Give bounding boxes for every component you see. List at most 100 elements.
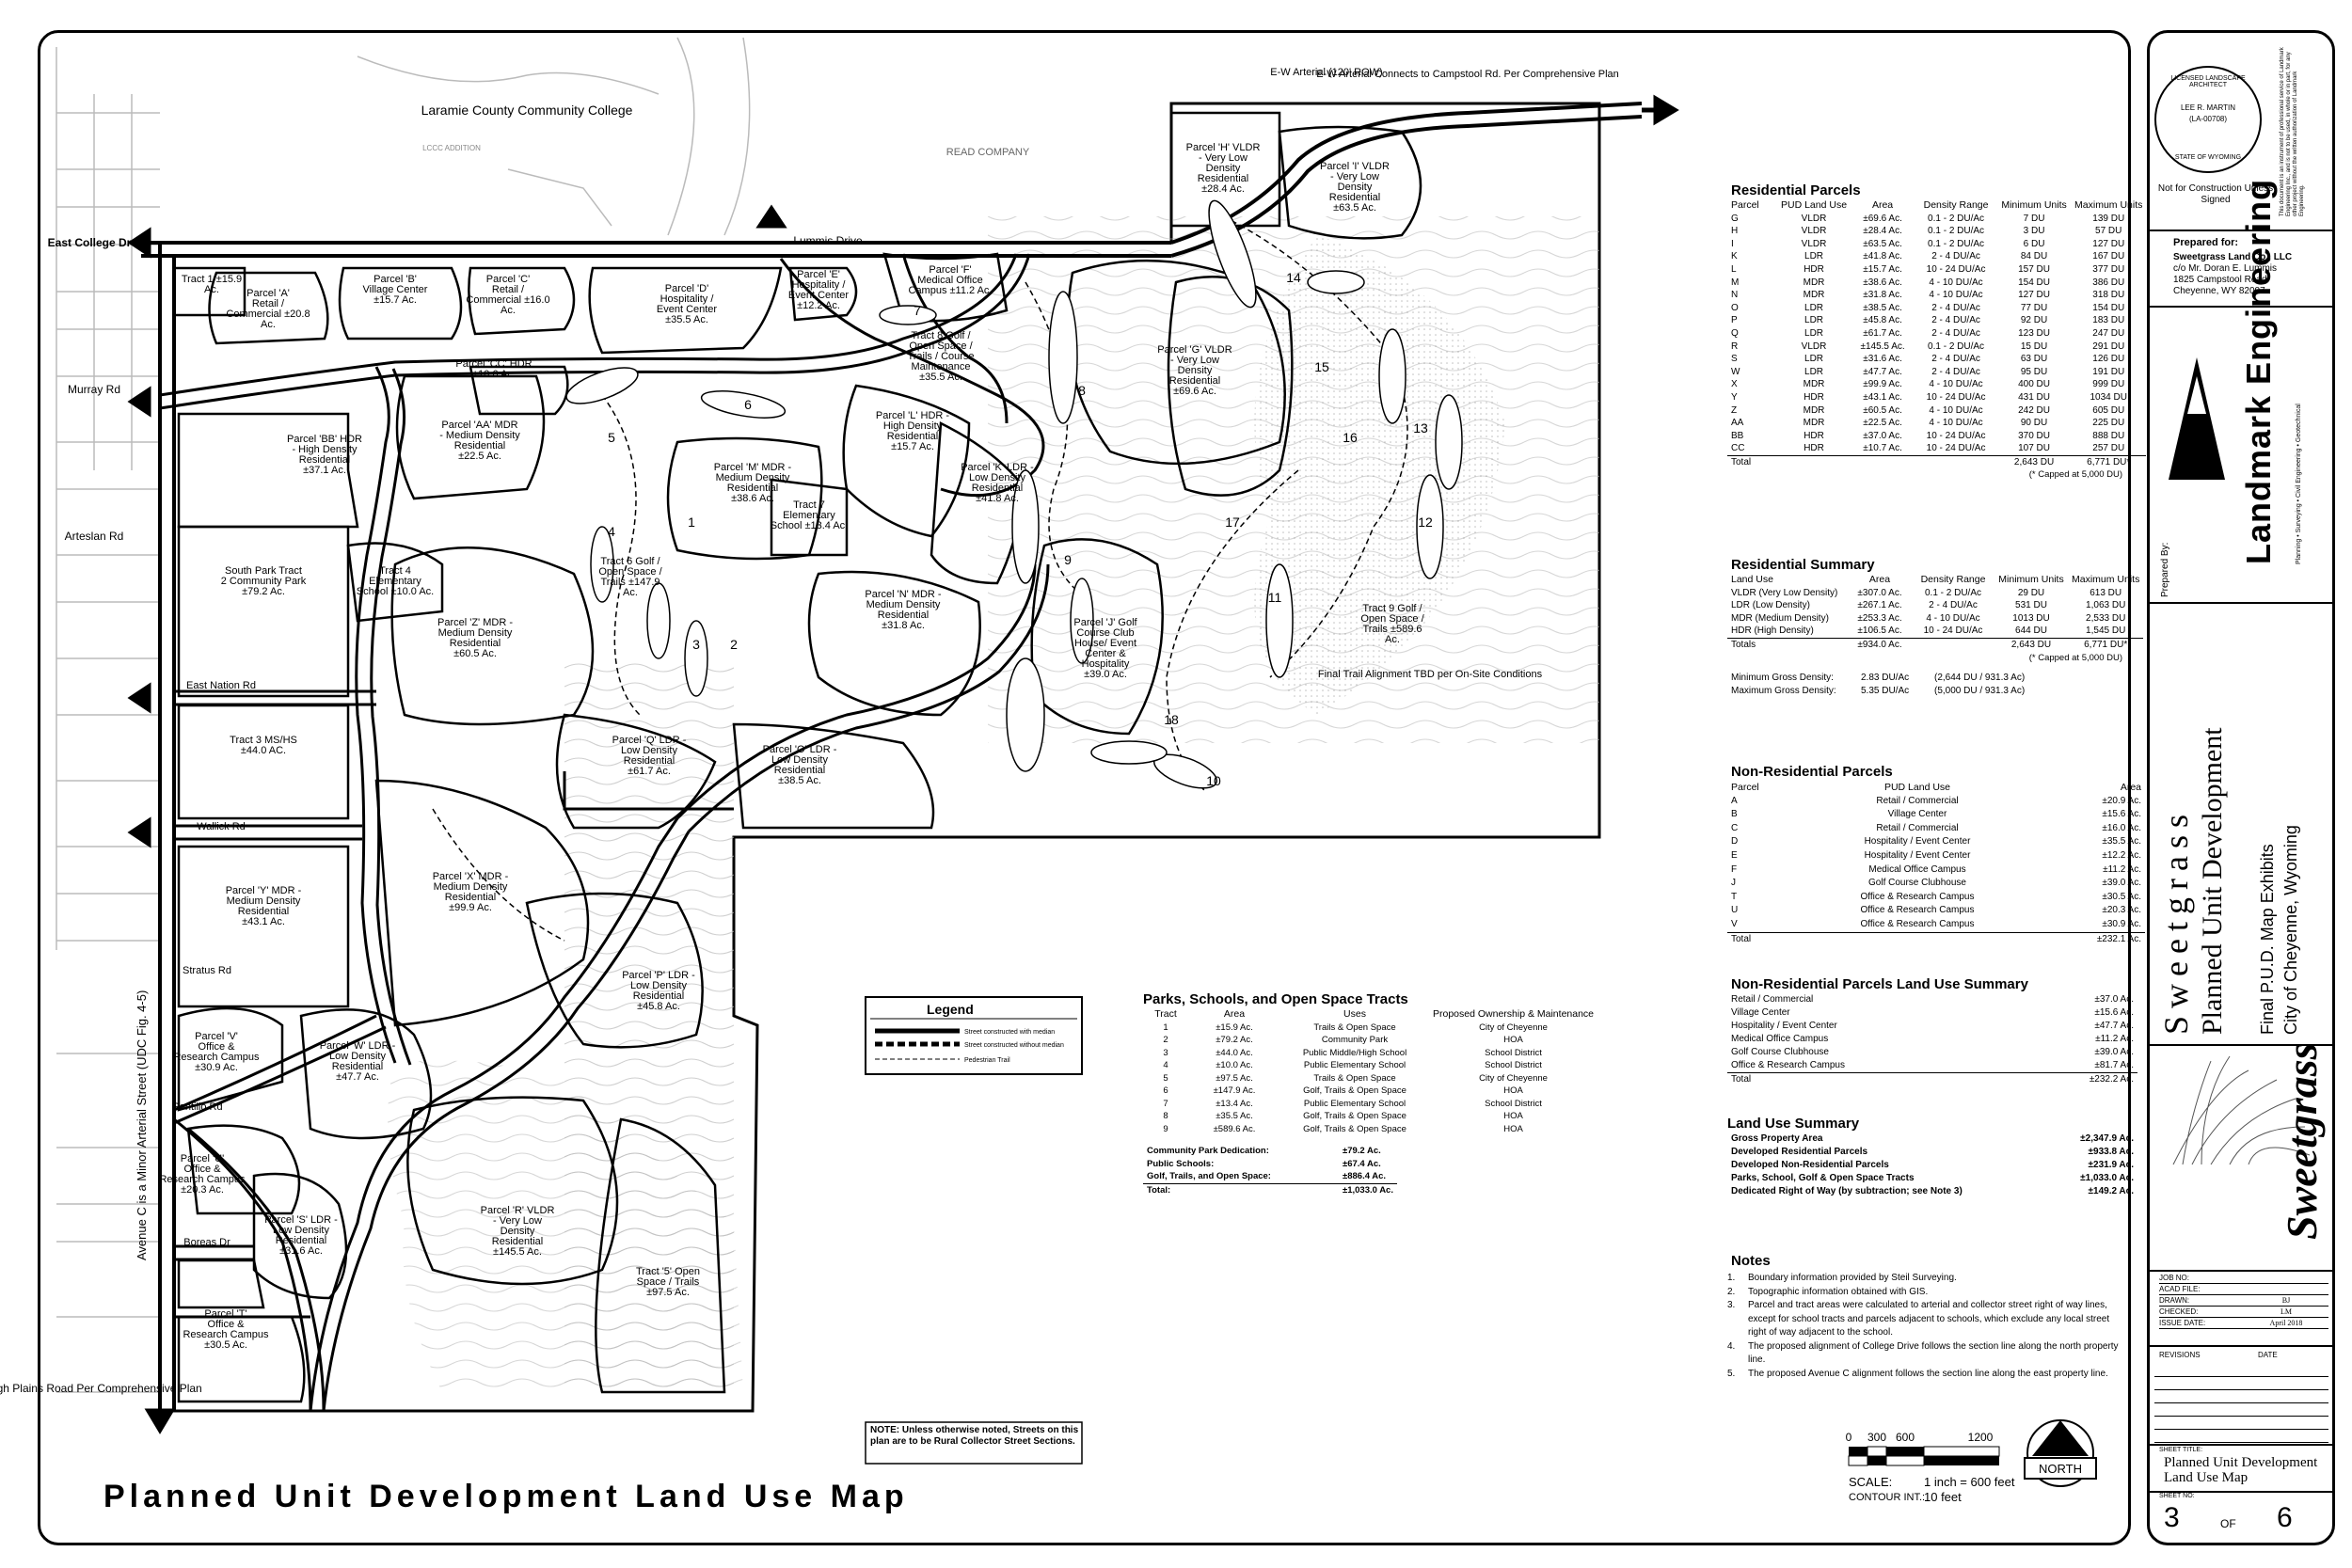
title-block-field: DRAWN:BJ xyxy=(2159,1295,2328,1307)
table-cell: 126 DU xyxy=(2092,354,2125,365)
table-cell: ±2,347.9 Ac. xyxy=(2080,1133,2134,1144)
table-cell: 888 DU xyxy=(2092,430,2125,441)
table-cell: ±232.2 Ac. xyxy=(2008,1072,2137,1086)
parcel-label-cc: Parcel 'CC' HDR±10.6 Ac. xyxy=(455,358,532,380)
field-label: JOB NO: xyxy=(2159,1274,2190,1282)
parcel-label-tract8: Tract 8 Golf /Open Space /Trails / Cours… xyxy=(907,330,974,383)
table-cell: ±12.2 Ac. xyxy=(2102,849,2141,861)
golf-hole-number: 13 xyxy=(1413,420,1428,436)
table-cell: Golf, Trails & Open Space xyxy=(1303,1085,1406,1096)
table-cell: G xyxy=(1731,213,1739,224)
table-cell: 10 - 24 DU/Ac xyxy=(1923,626,1983,637)
table-cell: V xyxy=(1731,918,1738,929)
table-cell: LDR xyxy=(1804,251,1824,262)
note-item: 5.The proposed Avenue C alignment follow… xyxy=(1727,1368,2122,1382)
table-cell: Public Elementary School xyxy=(1303,1060,1406,1070)
sheet-title-banner: Planned Unit Development Land Use Map xyxy=(103,1479,909,1514)
not-for-construction: Not for Construction Unless Signed xyxy=(2157,183,2274,205)
column-header: Minimum Units xyxy=(2001,199,2067,211)
map-label: CONTOUR INT.: xyxy=(1849,1492,1925,1503)
divider xyxy=(2147,1270,2335,1272)
table-cell: Medical Office Campus xyxy=(1868,863,1966,875)
sheet-border xyxy=(38,30,2131,1545)
map-label: NORTH xyxy=(2039,1462,2082,1476)
golf-hole-number: 16 xyxy=(1343,430,1358,445)
table-row: Golf, Trails, and Open Space:±886.4 Ac. xyxy=(1143,1170,1397,1183)
table-cell: Developed Non-Residential Parcels xyxy=(1731,1160,1889,1170)
table-cell: MDR xyxy=(1803,277,1825,288)
table-cell: AA xyxy=(1731,418,1744,429)
title-block-border xyxy=(2147,30,2335,1545)
golf-hole-number: 10 xyxy=(1206,773,1221,788)
note-text: The proposed alignment of College Drive … xyxy=(1748,1340,2119,1366)
table-cell: S xyxy=(1731,354,1738,365)
table-cell: ±11.2 Ac. xyxy=(2103,863,2141,875)
revision-line xyxy=(2154,1377,2328,1390)
map-label: LCCC ADDITION xyxy=(422,144,481,152)
map-label: 0 xyxy=(1846,1431,1852,1444)
existing-context xyxy=(56,37,751,1393)
map-label: Boreas Dr xyxy=(183,1237,230,1248)
table-cell: F xyxy=(1731,863,1738,875)
table-cell: 154 DU xyxy=(2092,302,2125,313)
map-label: SCALE: xyxy=(1849,1475,1892,1489)
nonres-parcels-title: Non-Residential Parcels xyxy=(1731,764,1893,780)
table-cell: Trails & Open Space xyxy=(1313,1072,1396,1084)
table-cell: 2 - 4 DU/Ac xyxy=(1929,600,1978,611)
table-cell: ±38.5 Ac. xyxy=(1863,302,1902,313)
sheet-total: 6 xyxy=(2277,1502,2293,1533)
table-cell: 0.1 - 2 DU/Ac xyxy=(1928,341,1985,352)
table-cell xyxy=(1851,454,1915,469)
table-cell: 1,063 DU xyxy=(2086,600,2126,611)
column-header: Uses xyxy=(1343,1008,1366,1020)
table-cell: ±60.5 Ac. xyxy=(1863,404,1902,416)
table-cell: 63 DU xyxy=(2020,354,2048,365)
parcel-label-v: Parcel 'V'Office &Research Campus±30.9 A… xyxy=(173,1031,260,1073)
table-cell: 8 xyxy=(1163,1111,1168,1121)
table-cell: ±41.8 Ac. xyxy=(1863,251,1902,262)
table-cell: Hospitality / Event Center xyxy=(1864,836,1971,847)
table-cell: Golf, Trails, and Open Space: xyxy=(1147,1171,1271,1181)
table-cell: ±44.0 Ac. xyxy=(1216,1047,1253,1058)
table-cell: (5,000 DU / 931.3 Ac) xyxy=(1934,685,2026,696)
table-cell: 2,533 DU xyxy=(2086,612,2126,624)
table-cell: D xyxy=(1731,836,1739,847)
scale-bar: 0 300 600 1200 SCALE: 1 inch = 600 feet … xyxy=(1846,1431,2015,1504)
table-cell: X xyxy=(1731,379,1738,390)
table-cell: 0.1 - 2 DU/Ac xyxy=(1928,238,1985,249)
table-cell: 2 - 4 DU/Ac xyxy=(1931,251,1980,262)
seal-number: (LA-00708) xyxy=(2188,115,2228,123)
map-label: 1200 xyxy=(1968,1431,1994,1444)
table-cell: Developed Residential Parcels xyxy=(1731,1147,1868,1157)
table-cell: ±10.7 Ac. xyxy=(1863,443,1902,454)
map-label: Street constructed without median xyxy=(964,1042,1064,1049)
prepared-by-label: Prepared By: xyxy=(2160,542,2170,597)
column-header: Area xyxy=(1868,574,1891,585)
title-block-field: ACAD FILE: xyxy=(2159,1284,2328,1295)
table-cell: ±1,033.0 Ac. xyxy=(2080,1173,2134,1183)
table-cell: Village Center xyxy=(1887,809,1947,820)
table-cell: Minimum Gross Density: xyxy=(1731,673,1834,684)
table-cell: Public Middle/High School xyxy=(1302,1047,1407,1058)
table-cell: LDR xyxy=(1804,354,1824,365)
table-cell: O xyxy=(1731,302,1739,313)
